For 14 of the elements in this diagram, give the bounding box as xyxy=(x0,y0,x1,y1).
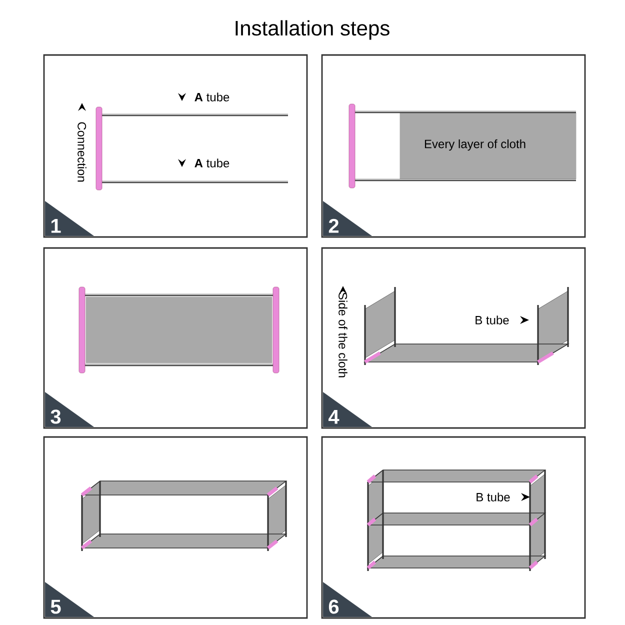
part-label: Every layer of cloth xyxy=(424,139,526,151)
step-number-badge: 6 xyxy=(323,582,372,617)
part-label: B tube xyxy=(476,492,510,502)
step-number-badge: 4 xyxy=(323,392,372,427)
part-label: B tube xyxy=(476,316,509,324)
part-label: Connection xyxy=(78,122,86,182)
part-label: Side of the cloth xyxy=(338,292,348,378)
part-label: A tube xyxy=(194,158,230,168)
step-number-badge: 2 xyxy=(323,201,372,236)
part-label: A tube xyxy=(194,92,230,102)
step-number-badge: 5 xyxy=(45,582,94,617)
title: Installation steps xyxy=(236,20,390,40)
step-number-badge: 3 xyxy=(45,392,94,427)
step-number-badge: 1 xyxy=(45,201,94,236)
